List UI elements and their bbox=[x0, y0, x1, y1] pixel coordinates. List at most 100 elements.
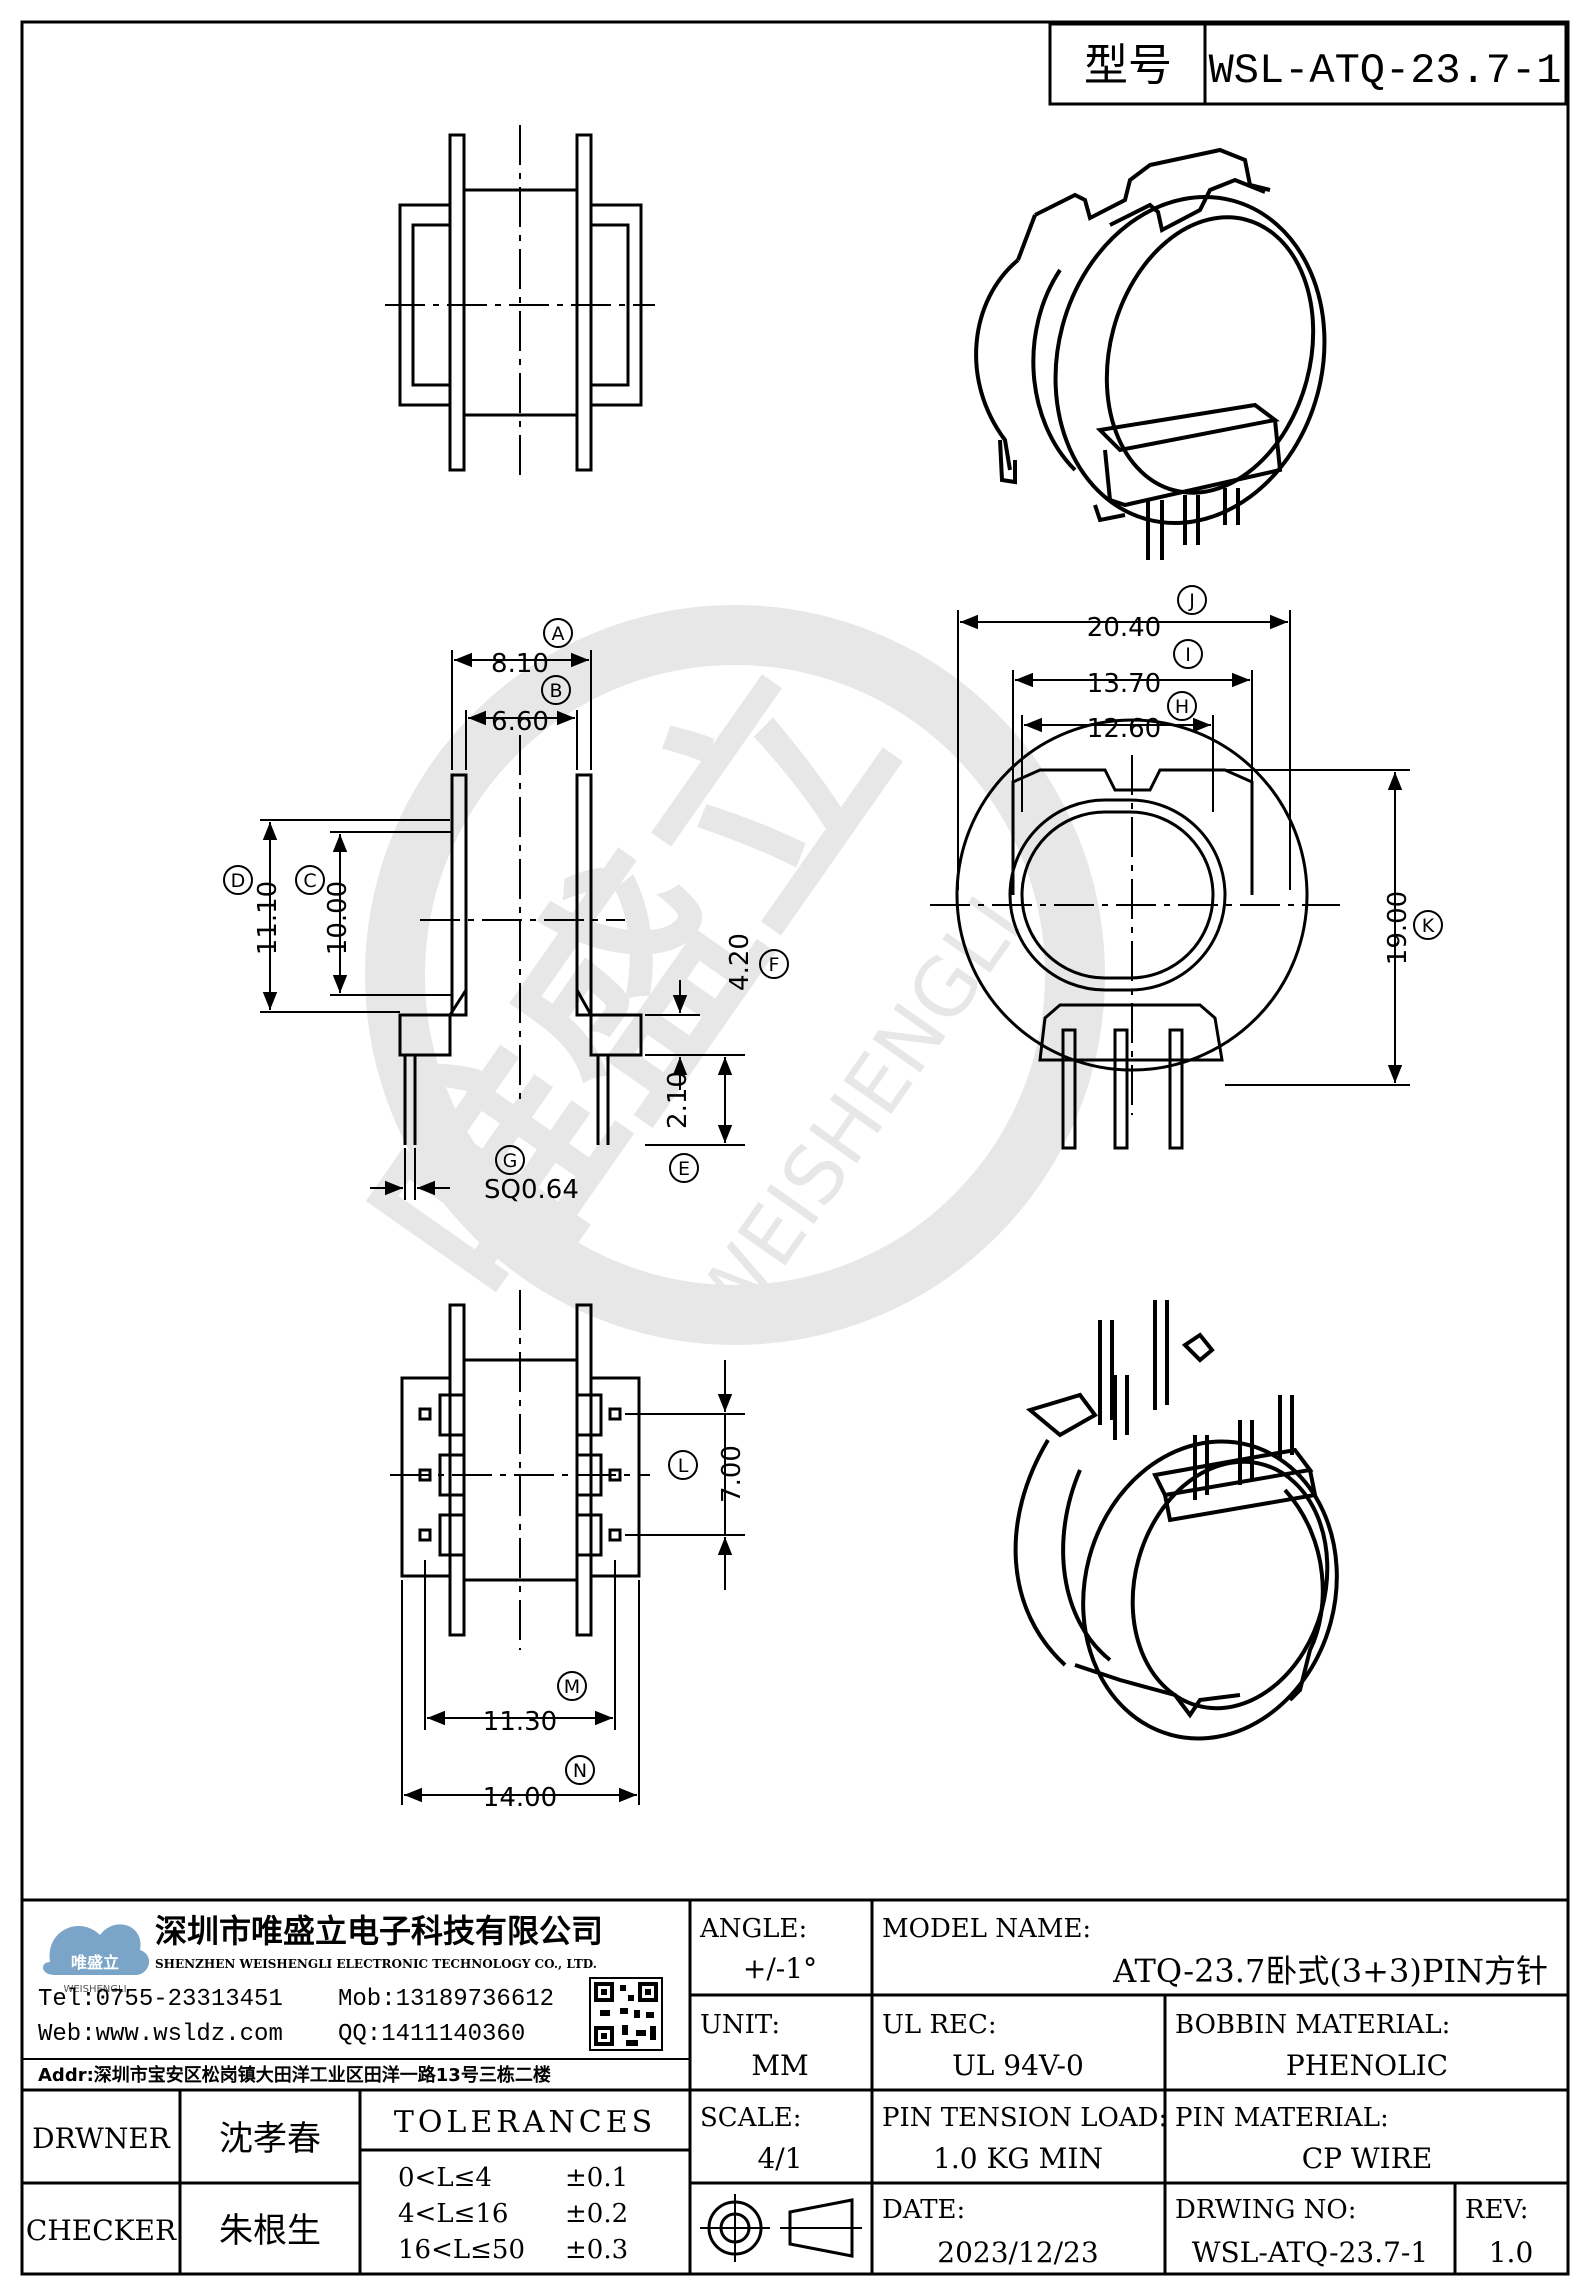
dim-F-value: 4.20 bbox=[725, 933, 755, 991]
dim-J-value: 20.40 bbox=[1087, 613, 1161, 643]
rev-value: 1.0 bbox=[1489, 2236, 1534, 2269]
company-web: Web:www.wsldz.com bbox=[38, 2021, 283, 2048]
model-number: WSL-ATQ-23.7-1 bbox=[1209, 47, 1562, 95]
angle-label: ANGLE: bbox=[699, 1914, 807, 1944]
dim-F: F 4.20 bbox=[725, 933, 789, 991]
tolerance-value-1: ±0.1 bbox=[565, 2163, 628, 2193]
dim-G-value: SQ0.64 bbox=[484, 1175, 579, 1205]
unit-value: MM bbox=[751, 2049, 808, 2082]
date-value: 2023/12/23 bbox=[937, 2236, 1098, 2269]
svg-text:N: N bbox=[573, 1760, 587, 1782]
bobbin-value: PHENOLIC bbox=[1286, 2049, 1448, 2082]
dim-I: I 13.70 bbox=[1087, 639, 1203, 699]
drwing-no-label: DRWING NO: bbox=[1175, 2195, 1356, 2225]
pin-material-value: CP WIRE bbox=[1302, 2142, 1433, 2175]
dim-E-value: 2.10 bbox=[663, 1071, 693, 1129]
unit-label: UNIT: bbox=[700, 2010, 780, 2040]
svg-text:J: J bbox=[1188, 590, 1195, 612]
checker-value: 朱根生 bbox=[219, 2211, 321, 2251]
dim-H-value: 12.60 bbox=[1087, 714, 1161, 744]
dim-B: B 6.60 bbox=[491, 675, 571, 737]
svg-text:I: I bbox=[1185, 644, 1191, 666]
dim-K: K 19.00 bbox=[1383, 891, 1443, 965]
dim-C-value: 10.00 bbox=[323, 881, 353, 955]
tolerances-label: TOLERANCES bbox=[394, 2105, 656, 2140]
dim-M-value: 11.30 bbox=[483, 1707, 557, 1737]
front-view bbox=[385, 125, 655, 480]
pin-tension-value: 1.0 KG MIN bbox=[933, 2142, 1103, 2175]
svg-text:D: D bbox=[231, 870, 246, 892]
svg-text:C: C bbox=[303, 870, 316, 892]
dim-M: M 11.30 bbox=[483, 1671, 587, 1737]
logo-cn: 唯盛立 bbox=[71, 1953, 119, 1972]
checker-label: CHECKER bbox=[26, 2214, 177, 2247]
company-name-cn: 深圳市唯盛立电子科技有限公司 bbox=[155, 1912, 603, 1950]
svg-text:L: L bbox=[678, 1455, 689, 1477]
company-mob: Mob:13189736612 bbox=[338, 1986, 554, 2013]
isometric-view-bottom bbox=[1013, 1300, 1339, 1741]
title-block-border bbox=[20, 1898, 1570, 2276]
company-addr: Addr:深圳市宝安区松岗镇大田洋工业区田洋一路13号三栋二楼 bbox=[38, 2064, 551, 2086]
model-name-value: ATQ-23.7卧式(3+3)PIN方针 bbox=[1112, 1952, 1548, 1990]
rev-label: REV: bbox=[1465, 2195, 1528, 2225]
scale-label: SCALE: bbox=[700, 2103, 802, 2133]
date-label: DATE: bbox=[882, 2195, 965, 2225]
bobbin-label: BOBBIN MATERIAL: bbox=[1175, 2010, 1450, 2040]
projection-symbol-icon bbox=[700, 2194, 862, 2262]
side-view-dims bbox=[260, 650, 745, 1200]
dim-H: H 12.60 bbox=[1087, 691, 1197, 744]
svg-text:E: E bbox=[678, 1158, 690, 1180]
dim-I-value: 13.70 bbox=[1087, 669, 1161, 699]
company-logo: 唯盛立 WEISHENGLI bbox=[43, 1924, 150, 1995]
tolerance-range-3: 16<L≤50 bbox=[398, 2235, 525, 2265]
watermark: 唯盛立 WEISHENGLI bbox=[328, 605, 1105, 1348]
dim-B-value: 6.60 bbox=[491, 707, 549, 737]
drwing-no-value: WSL-ATQ-23.7-1 bbox=[1192, 2236, 1428, 2269]
scale-value: 4/1 bbox=[757, 2142, 802, 2175]
dim-E: E 2.10 bbox=[663, 1071, 699, 1183]
qr-code bbox=[589, 1977, 663, 2051]
dim-J: J 20.40 bbox=[1087, 585, 1207, 643]
angle-value: +/-1° bbox=[743, 1952, 817, 1985]
svg-text:A: A bbox=[552, 623, 565, 645]
svg-text:F: F bbox=[769, 954, 780, 976]
bottom-view-dims bbox=[401, 1360, 745, 1805]
dim-D: D 11.10 bbox=[223, 865, 283, 955]
svg-text:B: B bbox=[549, 680, 562, 702]
dim-G: G SQ0.64 bbox=[484, 1145, 579, 1205]
isometric-view-top bbox=[974, 147, 1327, 560]
tolerance-value-3: ±0.3 bbox=[565, 2235, 628, 2265]
pin-material-label: PIN MATERIAL: bbox=[1175, 2103, 1389, 2133]
svg-text:M: M bbox=[564, 1676, 580, 1698]
dim-N-value: 14.00 bbox=[483, 1783, 557, 1813]
drawer-label: DRWNER bbox=[32, 2122, 171, 2155]
svg-text:G: G bbox=[503, 1150, 518, 1172]
company-name-en: SHENZHEN WEISHENGLI ELECTRONIC TECHNOLOG… bbox=[155, 1957, 597, 1971]
dim-D-value: 11.10 bbox=[253, 881, 283, 955]
tolerance-range-2: 4<L≤16 bbox=[398, 2199, 508, 2229]
logo-en: WEISHENGLI bbox=[63, 1984, 126, 1995]
dim-L: L 7.00 bbox=[668, 1445, 747, 1503]
tolerance-value-2: ±0.2 bbox=[565, 2199, 628, 2229]
top-view bbox=[930, 718, 1340, 1150]
svg-text:K: K bbox=[1422, 915, 1435, 937]
dim-A-value: 8.10 bbox=[491, 649, 549, 679]
title-block-text: ANGLE: +/-1° MODEL NAME: ATQ-23.7卧式(3+3)… bbox=[26, 1914, 1548, 2269]
dim-A: A 8.10 bbox=[491, 618, 573, 679]
title-block-grid bbox=[22, 1900, 1568, 2274]
model-name-label: MODEL NAME: bbox=[882, 1914, 1091, 1944]
svg-text:H: H bbox=[1175, 696, 1189, 718]
pin-tension-label: PIN TENSION LOAD: bbox=[882, 2103, 1167, 2133]
tolerance-range-1: 0<L≤4 bbox=[398, 2163, 492, 2193]
dim-K-value: 19.00 bbox=[1383, 891, 1413, 965]
company-block: 唯盛立 WEISHENGLI 深圳市唯盛立电子科技有限公司 SHENZHEN W… bbox=[38, 1912, 663, 2086]
dim-L-value: 7.00 bbox=[717, 1445, 747, 1503]
side-view bbox=[398, 735, 643, 1145]
dim-C: C 10.00 bbox=[295, 865, 353, 955]
bottom-view bbox=[390, 1290, 650, 1650]
model-label: 型号 bbox=[1084, 40, 1172, 91]
header-box: 型号 WSL-ATQ-23.7-1 bbox=[1048, 22, 1568, 106]
company-qq: QQ:1411140360 bbox=[338, 2021, 525, 2048]
ul-value: UL 94V-0 bbox=[952, 2049, 1084, 2082]
